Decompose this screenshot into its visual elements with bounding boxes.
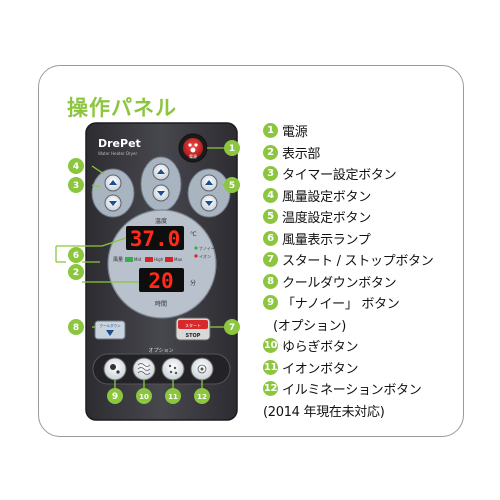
power-button[interactable]: 電源 (178, 133, 208, 163)
svg-text:分: 分 (190, 279, 196, 287)
callout-11 (165, 388, 181, 404)
cooldown-arrow-icon (106, 330, 114, 336)
svg-text:8: 8 (73, 323, 79, 333)
ion-icon (168, 364, 172, 368)
nanoe-button[interactable] (103, 357, 127, 381)
wave-icon (137, 363, 151, 375)
svg-text:Mid: Mid (134, 257, 142, 262)
options-label: オプション (148, 348, 173, 354)
svg-text:High: High (154, 257, 164, 262)
paw-icon (188, 143, 192, 147)
svg-text:Max: Max (174, 257, 183, 262)
brand-logo: DrePet (98, 137, 141, 150)
svg-text:℃: ℃ (190, 231, 197, 238)
brand-subtitle: Water Heater Dryer (98, 151, 138, 156)
svg-text:風量: 風量 (113, 256, 123, 263)
svg-text:4: 4 (73, 162, 79, 172)
callout-7 (224, 319, 240, 335)
callout-4 (68, 158, 84, 174)
svg-text:11: 11 (168, 393, 178, 401)
callout-12 (194, 388, 210, 404)
callout-5 (224, 177, 240, 193)
svg-text:クールダウン: クールダウン (100, 323, 121, 328)
svg-text:12: 12 (197, 393, 207, 401)
status-lamps: ナノイー イオン (194, 245, 215, 259)
callout-3 (68, 177, 84, 193)
svg-text:スタート: スタート (185, 322, 201, 328)
down-arrow-icon (157, 191, 165, 196)
up-arrow-icon (205, 180, 213, 185)
yuragi-button[interactable] (132, 357, 156, 381)
time-value: 20 (148, 269, 173, 293)
svg-text:7: 7 (229, 323, 235, 333)
legend-item-note: (オプション) (273, 318, 347, 334)
temperature-value: 37.0 (130, 227, 181, 251)
svg-text:2: 2 (73, 268, 79, 278)
cooldown-button[interactable]: クールダウン (94, 320, 126, 340)
svg-text:5: 5 (229, 181, 235, 191)
illumination-button[interactable] (190, 357, 214, 381)
up-arrow-icon (157, 169, 165, 174)
svg-text:ナノイー: ナノイー (199, 245, 215, 251)
legend-item: 9「ナノイー」 ボタン (263, 292, 433, 314)
temperature-buttons[interactable] (187, 168, 231, 218)
light-icon (197, 364, 207, 374)
time-display (139, 268, 184, 292)
svg-text:イオン: イオン (199, 254, 211, 259)
callout-6 (68, 247, 84, 263)
wind-buttons[interactable] (140, 156, 182, 212)
svg-text:1: 1 (229, 144, 235, 154)
callout-lines (55, 147, 232, 388)
up-arrow-icon (109, 180, 117, 185)
ion-button[interactable] (161, 357, 185, 381)
wind-indicator-lamps: 風量 Mid High Max (113, 256, 183, 263)
svg-text:6: 6 (73, 251, 79, 261)
callout-1 (224, 140, 240, 156)
down-arrow-icon (205, 201, 213, 206)
callout-2 (68, 264, 84, 280)
svg-text:3: 3 (73, 181, 79, 191)
legend-item-note: (2014 年現在未対応) (263, 404, 385, 420)
svg-text:電源: 電源 (189, 153, 197, 159)
svg-text:温度: 温度 (155, 217, 167, 225)
svg-text:時間: 時間 (155, 300, 167, 308)
callout-10 (136, 388, 152, 404)
temperature-display (126, 226, 184, 250)
down-arrow-icon (109, 201, 117, 206)
callout-9 (107, 388, 123, 404)
start-stop-button[interactable]: スタート STOP (175, 317, 211, 341)
page-title: 操作パネル (67, 96, 177, 120)
svg-text:9: 9 (112, 392, 118, 402)
svg-text:10: 10 (139, 393, 149, 401)
callout-badges: 1 2 3 4 5 6 7 8 9 10 11 12 (68, 140, 240, 404)
svg-text:STOP: STOP (186, 333, 201, 339)
callout-8 (68, 319, 84, 335)
timer-buttons[interactable] (91, 168, 135, 218)
